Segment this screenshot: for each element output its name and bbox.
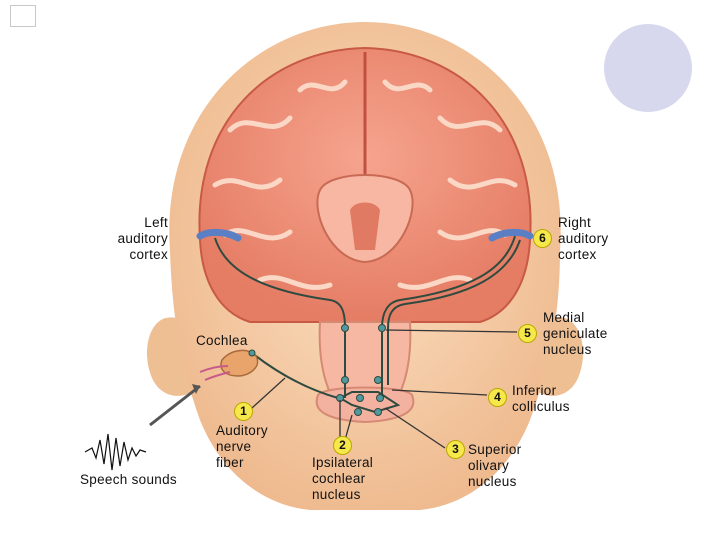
badge-1: 1 bbox=[234, 402, 253, 421]
sound-arrow bbox=[149, 384, 201, 427]
cochlea-structure bbox=[199, 349, 259, 381]
decorative-circle bbox=[604, 24, 692, 112]
sound-arrowhead bbox=[192, 384, 200, 394]
brain-cross-section bbox=[198, 46, 532, 323]
label-cochlea: Cochlea bbox=[196, 333, 248, 348]
label-right-auditory-cortex: Right auditory cortex bbox=[558, 215, 609, 262]
label-superior-olivary: Superior olivary nucleus bbox=[468, 442, 522, 489]
brainstem bbox=[315, 321, 415, 424]
slide-checkbox[interactable] bbox=[10, 5, 36, 27]
badge-5: 5 bbox=[518, 324, 537, 343]
nucleus-dots bbox=[336, 324, 386, 416]
auditory-pathway bbox=[214, 235, 521, 414]
auditory-cortex-regions bbox=[196, 228, 534, 242]
label-speech-sounds: Speech sounds bbox=[80, 472, 177, 487]
badge-2: 2 bbox=[333, 436, 352, 455]
label-left-auditory-cortex: Left auditory cortex bbox=[117, 215, 168, 262]
badge-3: 3 bbox=[446, 440, 465, 459]
label-inferior-colliculus: Inferior colliculus bbox=[512, 383, 570, 414]
label-medial-geniculate: Medial geniculate nucleus bbox=[543, 310, 608, 357]
label-ipsilateral-cochlear: Ipsilateral cochlear nucleus bbox=[312, 455, 374, 502]
speech-waveform bbox=[84, 433, 147, 471]
badge-6: 6 bbox=[533, 229, 552, 248]
badge-4: 4 bbox=[488, 388, 507, 407]
label-auditory-nerve: Auditory nerve fiber bbox=[216, 423, 268, 470]
